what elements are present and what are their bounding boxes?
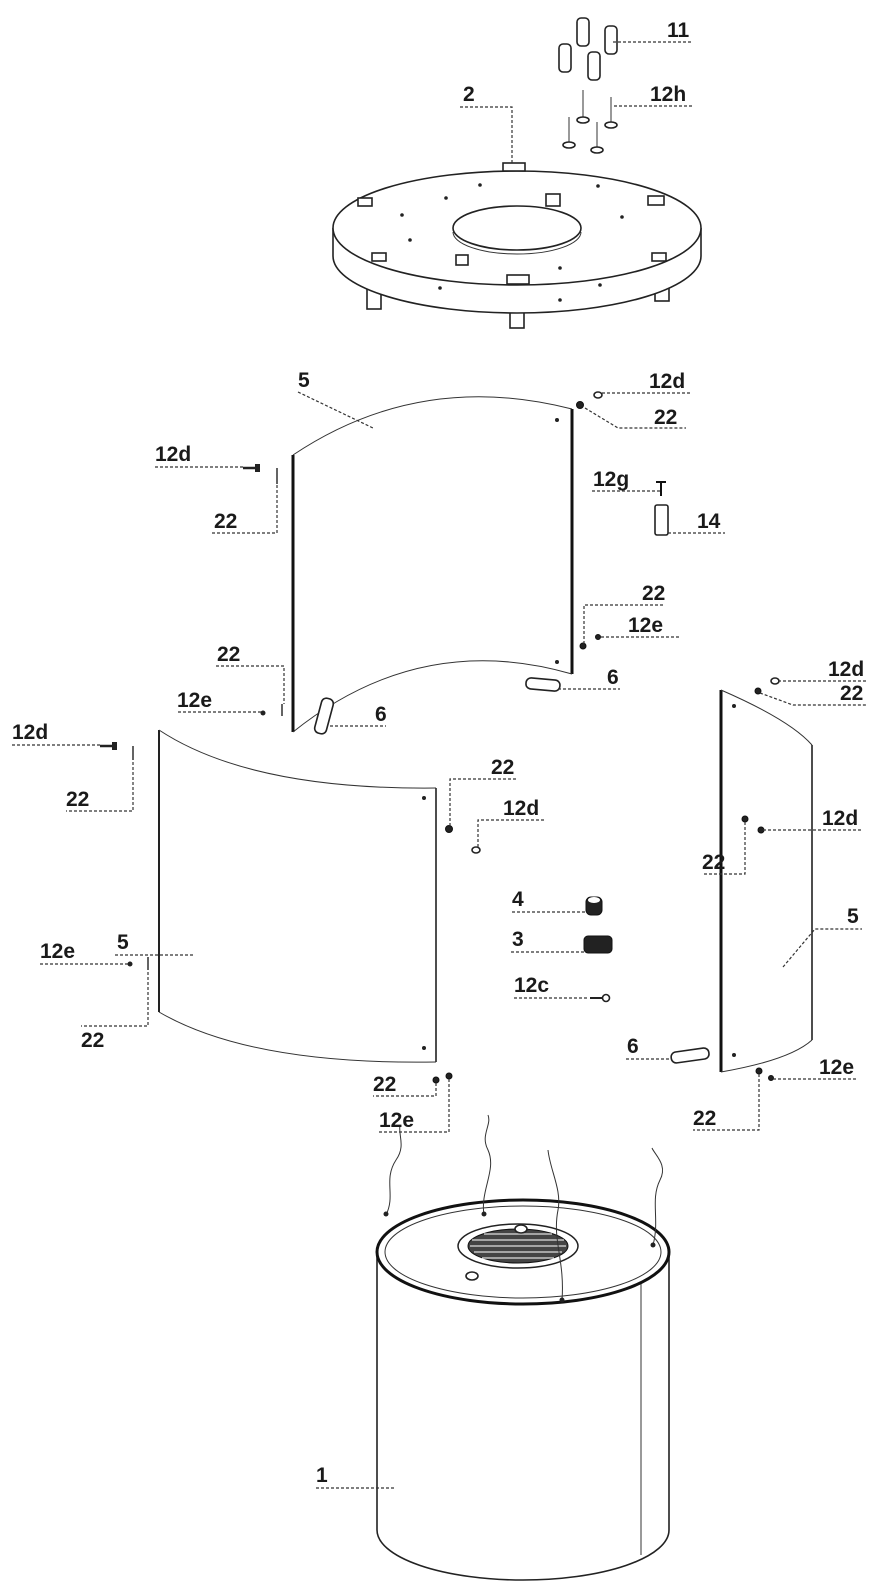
part-5-panel-right [719, 689, 813, 1073]
leader-lines [12, 41, 866, 1489]
label-12c: 12c [514, 974, 549, 997]
fasteners [100, 391, 780, 1084]
part-6-brackets [313, 677, 710, 1064]
part-14-sleeve [654, 504, 669, 536]
label-22-far-right: 22 [840, 682, 863, 705]
label-12e-right-bottom: 12e [819, 1056, 854, 1079]
label-5-left: 5 [117, 931, 129, 954]
label-12e-center-bottom: 12e [379, 1109, 414, 1132]
part-2-top-plate [332, 162, 702, 329]
label-4: 4 [512, 888, 524, 911]
label-12g: 12g [593, 468, 629, 491]
part-5-panel-left [158, 729, 437, 1063]
label-3: 3 [512, 928, 524, 951]
label-22-left: 22 [66, 788, 89, 811]
label-12d-center: 12d [503, 797, 539, 820]
label-22-right-mid: 22 [702, 851, 725, 874]
part-12c-screw [590, 993, 611, 1003]
label-22-center: 22 [491, 756, 514, 779]
label-1: 1 [316, 1464, 328, 1487]
label-11: 11 [667, 19, 690, 42]
part-1-base-cylinder [375, 1114, 671, 1581]
label-12h: 12h [650, 83, 686, 106]
label-22-mid-right: 22 [642, 582, 665, 605]
part-11-spacers [558, 17, 618, 81]
label-12d-top-left: 12d [155, 443, 191, 466]
part-3-holder [583, 935, 613, 954]
label-12e-mid-left: 12e [177, 689, 212, 712]
label-22-center-bottom: 22 [373, 1073, 396, 1096]
label-2: 2 [463, 83, 475, 106]
label-12d-right-mid: 12d [822, 807, 858, 830]
label-6-center: 6 [375, 703, 387, 726]
label-14: 14 [697, 510, 721, 533]
label-5-top: 5 [298, 369, 310, 392]
label-6-bottom: 6 [627, 1035, 639, 1058]
part-12h-screws [562, 90, 618, 154]
label-12d-far-right: 12d [828, 658, 864, 681]
label-12e-left: 12e [40, 940, 75, 963]
label-22-top-right: 22 [654, 406, 677, 429]
label-22-right-bottom: 22 [693, 1107, 716, 1130]
part-4-knob [585, 896, 603, 916]
label-22-mid-left: 22 [217, 643, 240, 666]
label-12e-mid-right: 12e [628, 614, 663, 637]
part-labels: 11 12h 2 5 12d 22 12d 22 12g 14 22 12e 2… [12, 19, 864, 1487]
part-5-panel-top [291, 396, 574, 733]
label-6-right: 6 [607, 666, 619, 689]
label-22-top-left: 22 [214, 510, 237, 533]
label-12d-left: 12d [12, 721, 48, 744]
part-12g-pin [656, 481, 666, 496]
label-12d-top-right: 12d [649, 370, 685, 393]
label-22-left-bottom: 22 [81, 1029, 104, 1052]
label-5-right: 5 [847, 905, 859, 928]
